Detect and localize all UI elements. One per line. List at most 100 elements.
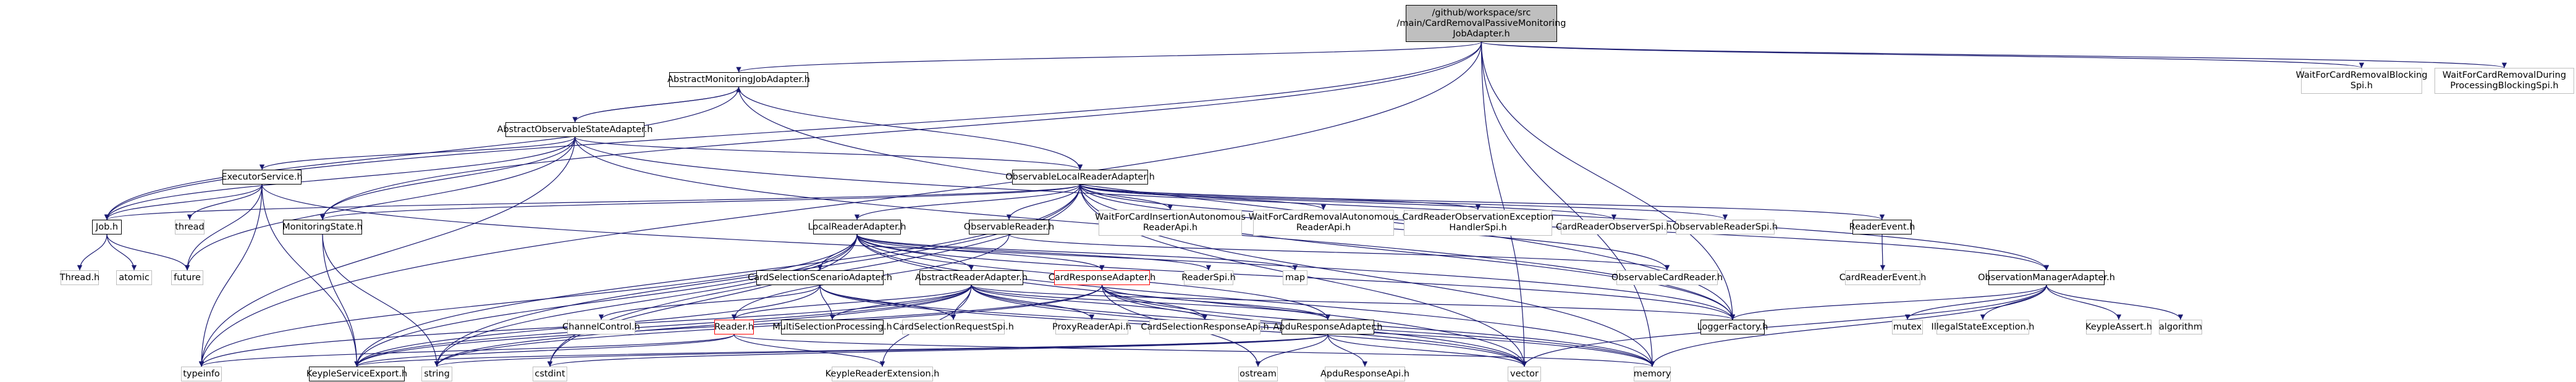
node-apdu-response-api[interactable]: ApduResponseApi.h: [1320, 367, 1409, 381]
edge-apdura-to-apdurapi: [1327, 334, 1368, 367]
wfciara-line-2: ReaderApi.h: [1142, 223, 1198, 233]
node-observable-reader[interactable]: ObservableReader.h: [964, 220, 1054, 235]
edge-exec-to-lf: [261, 184, 1736, 320]
node-wait-for-card-removal-blocking-spi[interactable]: WaitForCardRemovalBlocking Spi.h: [2295, 68, 2428, 94]
node-card-response-adapter[interactable]: CardResponseAdapter.h: [1049, 270, 1155, 285]
edge-olra-to-obsreader: [1006, 184, 1081, 220]
node-card-reader-observation-exception-handler-spi[interactable]: CardReaderObservationException HandlerSp…: [1402, 210, 1554, 236]
edge-root-to-vector: [1480, 41, 1527, 367]
node-observation-manager-adapter[interactable]: ObservationManagerAdapter.h: [1978, 270, 2115, 285]
edge-exec-to-thread: [187, 184, 263, 220]
node-card-reader-event[interactable]: CardReaderEvent.h: [1839, 270, 1926, 285]
node-abstract-reader-adapter[interactable]: AbstractReaderAdapter.h: [915, 270, 1028, 285]
edge-ara-to-kse: [354, 284, 972, 367]
edge-exec-to-job: [104, 184, 263, 220]
node-wait-for-card-removal-during-processing-blocking-spi[interactable]: WaitForCardRemovalDuring ProcessingBlock…: [2435, 68, 2574, 94]
node-reader[interactable]: Reader.h: [714, 320, 754, 334]
edge-root-to-wfcrbs: [1480, 41, 2364, 69]
node-thread-h[interactable]: Thread.h: [60, 270, 99, 285]
node-channel-control[interactable]: ChannelControl.h: [562, 320, 640, 334]
node-card-selection-response-api[interactable]: CardSelectionResponseApi.h: [1141, 320, 1269, 334]
edge-oma-to-lf: [1729, 284, 2047, 320]
node-reader-spi[interactable]: ReaderSpi.h: [1181, 270, 1236, 285]
node-monitoring-state[interactable]: MonitoringState.h: [282, 220, 363, 235]
edge-apdura-to-ostream: [1255, 334, 1328, 367]
edge-apdura-to-cstdint: [547, 334, 1328, 367]
edge-root-to-amja: [736, 41, 1482, 73]
edge-oma-to-vector: [1521, 284, 2047, 367]
node-thread[interactable]: thread: [175, 220, 205, 235]
croehs-line-1: CardReaderObservationException: [1402, 212, 1554, 222]
node-atomic[interactable]: atomic: [116, 270, 152, 285]
node-memory[interactable]: memory: [1634, 367, 1671, 381]
edge-exec-to-future: [184, 184, 263, 271]
node-proxy-reader-api[interactable]: ProxyReaderApi.h: [1052, 320, 1131, 334]
node-wait-for-card-removal-autonomous-reader-api[interactable]: WaitForCardRemovalAutonomous ReaderApi.h: [1249, 210, 1398, 236]
edge-root-to-monstate: [319, 41, 1482, 220]
edge-ara-to-csrespapi: [971, 284, 1208, 320]
edge-lra-to-map: [856, 234, 1298, 271]
edge-exec-to-kse: [261, 184, 360, 367]
edge-exec-to-typeinfo: [198, 184, 263, 367]
edge-ara-to-msp: [829, 284, 972, 320]
edge-aosa-to-amja: [574, 86, 741, 123]
edge-cra-to-memory: [1101, 284, 1655, 367]
edge-lra-to-kse: [354, 234, 858, 367]
node-card-reader-observer-spi[interactable]: CardReaderObserverSpi.h: [1556, 220, 1672, 235]
edge-aosa-to-exec: [259, 136, 576, 170]
node-keyple-service-export[interactable]: KeypleServiceExport.h: [306, 367, 407, 381]
edge-lra-to-cstdint: [547, 234, 858, 367]
node-logger-factory[interactable]: LoggerFactory.h: [1697, 320, 1768, 334]
node-apdu-response-adapter[interactable]: ApduResponseAdapter.h: [1273, 320, 1383, 334]
edge-lra-to-memory: [856, 234, 1655, 367]
root-line-2: /main/CardRemovalPassiveMonitoring: [1396, 18, 1566, 28]
node-typeinfo[interactable]: typeinfo: [181, 367, 222, 381]
node-algorithm[interactable]: algorithm: [2159, 320, 2202, 334]
edge-oma-to-mutex: [1904, 284, 2047, 320]
node-job[interactable]: Job.h: [92, 220, 122, 235]
node-future[interactable]: future: [171, 270, 203, 285]
edge-reader-to-typeinfo: [199, 334, 735, 367]
edge-ara-to-reader: [731, 284, 972, 320]
edge-olra-to-cross: [1079, 184, 1616, 220]
wfciara-line-1: WaitForCardInsertionAutonomous: [1095, 212, 1246, 222]
node-observable-local-reader-adapter[interactable]: ObservableLocalReaderAdapter.h: [1005, 170, 1155, 185]
edge-job-to-future: [106, 234, 190, 271]
node-multi-selection-processing[interactable]: MultiSelectionProcessing.h: [772, 320, 892, 334]
node-abstract-monitoring-job-adapter[interactable]: AbstractMonitoringJobAdapter.h: [667, 72, 810, 87]
node-string[interactable]: string: [421, 367, 452, 381]
wfcrbs-line-1: WaitForCardRemovalBlocking: [2295, 70, 2428, 80]
node-card-selection-scenario-adapter[interactable]: CardSelectionScenarioAdapter.h: [748, 270, 892, 285]
node-observable-card-reader[interactable]: ObservableCardReader.h: [1611, 270, 1723, 285]
edge-amja-to-olra: [738, 86, 1083, 170]
node-local-reader-adapter[interactable]: LocalReaderAdapter.h: [808, 220, 906, 235]
root-file-node[interactable]: /github/workspace/src /main/CardRemovalP…: [1397, 5, 1566, 42]
node-mutex[interactable]: mutex: [1892, 320, 1923, 334]
root-line-1: /github/workspace/src: [1432, 7, 1531, 18]
edge-aosa-to-typeinfo: [198, 136, 576, 367]
node-vector[interactable]: vector: [1508, 367, 1541, 381]
wfcrara-line-2: ReaderApi.h: [1296, 223, 1351, 233]
node-wait-for-card-insertion-autonomous-reader-api[interactable]: WaitForCardInsertionAutonomous ReaderApi…: [1095, 210, 1246, 236]
node-keyple-assert[interactable]: KeypleAssert.h: [2085, 320, 2152, 334]
edge-reader-to-memory: [733, 334, 1655, 367]
node-cstdint[interactable]: cstdint: [533, 367, 567, 381]
node-ostream[interactable]: ostream: [1238, 367, 1278, 381]
edge-cra-to-apdura: [1101, 284, 1331, 320]
node-abstract-observable-state-adapter[interactable]: AbstractObservableStateAdapter.h: [497, 122, 652, 137]
node-illegal-state-exception[interactable]: IllegalStateException.h: [1932, 320, 2034, 334]
edge-lra-to-cra: [856, 234, 1105, 271]
node-observable-reader-spi[interactable]: ObservableReaderSpi.h: [1673, 220, 1778, 235]
edge-ara-to-lf: [971, 284, 1735, 320]
node-keyple-reader-extension[interactable]: KeypleReaderExtension.h: [826, 367, 939, 381]
wfcrara-line-1: WaitForCardRemovalAutonomous: [1248, 212, 1399, 222]
node-card-selection-request-spi[interactable]: CardSelectionRequestSpi.h: [893, 320, 1014, 334]
edge-olra-to-orspi: [1079, 184, 1728, 220]
root-line-3: JobAdapter.h: [1453, 28, 1510, 39]
edge-monstate-to-kse: [322, 234, 360, 367]
edge-aosa-to-job: [104, 136, 576, 220]
node-map[interactable]: map: [1283, 270, 1307, 285]
node-reader-event[interactable]: ReaderEvent.h: [1849, 220, 1915, 235]
node-executor-service[interactable]: ExecutorService.h: [221, 170, 303, 185]
